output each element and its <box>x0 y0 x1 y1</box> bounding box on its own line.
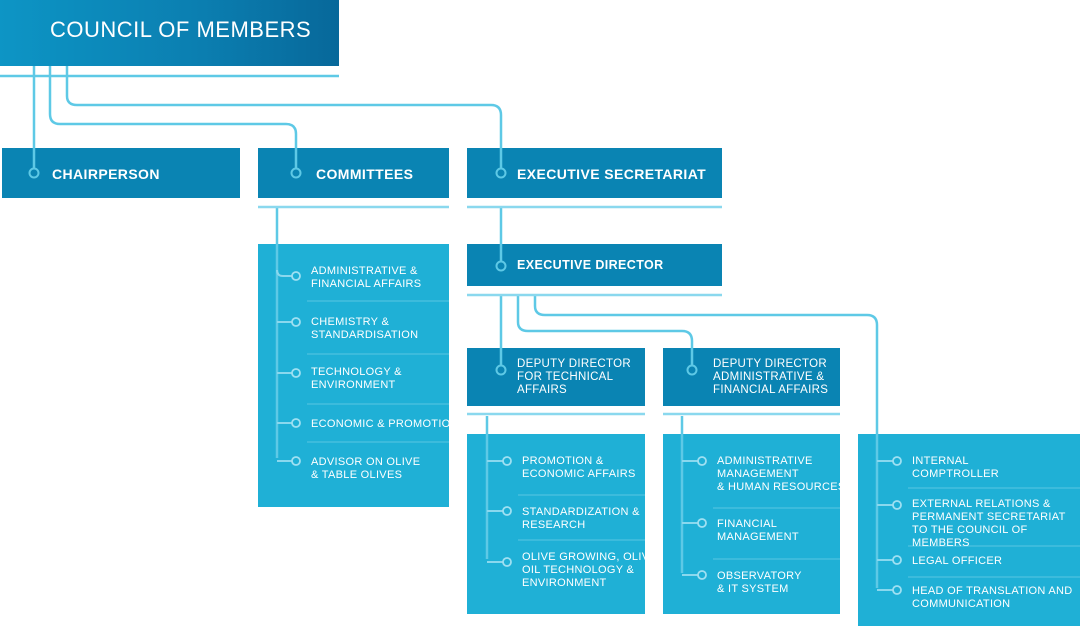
direct-report-external-relations: EXTERNAL RELATIONS & PERMANENT SECRETARI… <box>912 498 1066 549</box>
committee-chemistry: CHEMISTRY & STANDARDISATION <box>311 316 419 341</box>
deputy-technical-box: DEPUTY DIRECTOR FOR TECHNICAL AFFAIRS <box>467 348 645 406</box>
committees-list-box <box>258 244 449 507</box>
committees-label: COMMITTEES <box>316 166 414 182</box>
council-of-members-box: COUNCIL OF MEMBERS <box>0 0 339 66</box>
council-of-members-title: COUNCIL OF MEMBERS <box>50 17 312 42</box>
committee-admin-financial: ADMINISTRATIVE & FINANCIAL AFFAIRS <box>311 265 422 290</box>
chairperson-label: CHAIRPERSON <box>52 166 160 182</box>
technical-units-box <box>467 434 645 614</box>
committee-advisor: ADVISOR ON OLIVE & TABLE OLIVES <box>311 456 421 481</box>
deputy-admin-label: DEPUTY DIRECTOR ADMINISTRATIVE & FINANCI… <box>713 358 829 396</box>
committee-economic: ECONOMIC & PROMOTION <box>311 418 459 430</box>
direct-report-legal: LEGAL OFFICER <box>912 555 1003 567</box>
technical-unit-olive-growing: OLIVE GROWING, OLIVE OIL TECHNOLOGY & EN… <box>522 551 657 589</box>
admin-unit-observatory: OBSERVATORY & IT SYSTEM <box>717 570 802 595</box>
technical-unit-standardization: STANDARDIZATION & RESEARCH <box>522 506 640 531</box>
chairperson-box: CHAIRPERSON <box>2 148 240 198</box>
executive-director-label: EXECUTIVE DIRECTOR <box>517 258 664 272</box>
technical-unit-promotion: PROMOTION & ECONOMIC AFFAIRS <box>522 455 636 480</box>
committee-technology: TECHNOLOGY & ENVIRONMENT <box>311 366 402 391</box>
direct-report-translation: HEAD OF TRANSLATION AND COMMUNICATION <box>912 585 1073 610</box>
admin-unit-financial: FINANCIAL MANAGEMENT <box>717 518 799 543</box>
committees-box: COMMITTEES <box>258 148 449 198</box>
executive-secretariat-box: EXECUTIVE SECRETARIAT <box>467 148 722 198</box>
deputy-technical-label: DEPUTY DIRECTOR FOR TECHNICAL AFFAIRS <box>517 358 631 396</box>
executive-director-box: EXECUTIVE DIRECTOR <box>467 244 722 286</box>
executive-secretariat-label: EXECUTIVE SECRETARIAT <box>517 166 707 182</box>
admin-unit-hr: ADMINISTRATIVE MANAGEMENT & HUMAN RESOUR… <box>717 455 846 493</box>
direct-report-comptroller: INTERNAL COMPTROLLER <box>912 455 1000 480</box>
